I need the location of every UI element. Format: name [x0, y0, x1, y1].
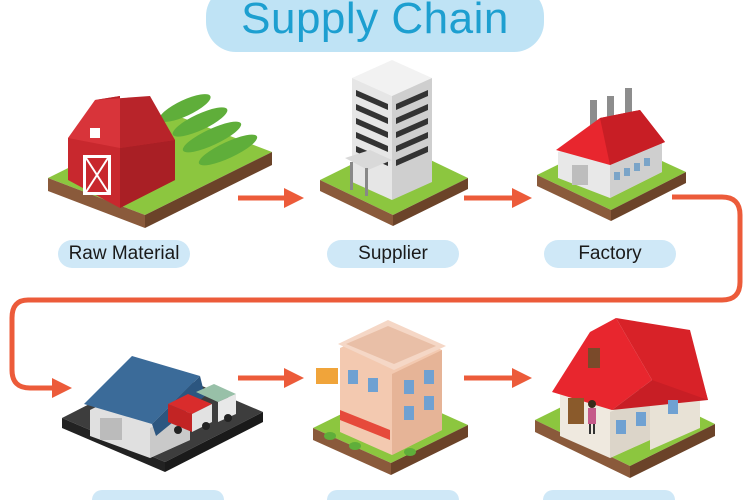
- raw-material-illustration: [48, 94, 272, 228]
- label-factory: Factory: [544, 240, 676, 268]
- retailer-illustration: [313, 320, 468, 475]
- label-retailer: [327, 490, 459, 500]
- label-customer: [543, 490, 675, 500]
- distributor-illustration: [62, 356, 263, 472]
- customer-illustration: [535, 318, 715, 478]
- page-title: Supply Chain: [241, 0, 509, 43]
- flow-arrows: [9, 188, 743, 398]
- label-distributor: [92, 490, 224, 500]
- label-raw-material: Raw Material: [58, 240, 190, 268]
- arrow-factory-to-distributor: [9, 194, 743, 398]
- label-supplier: Supplier: [327, 240, 459, 268]
- supplier-illustration: [320, 60, 468, 226]
- title-pill: [206, 0, 544, 52]
- factory-illustration: [537, 88, 686, 221]
